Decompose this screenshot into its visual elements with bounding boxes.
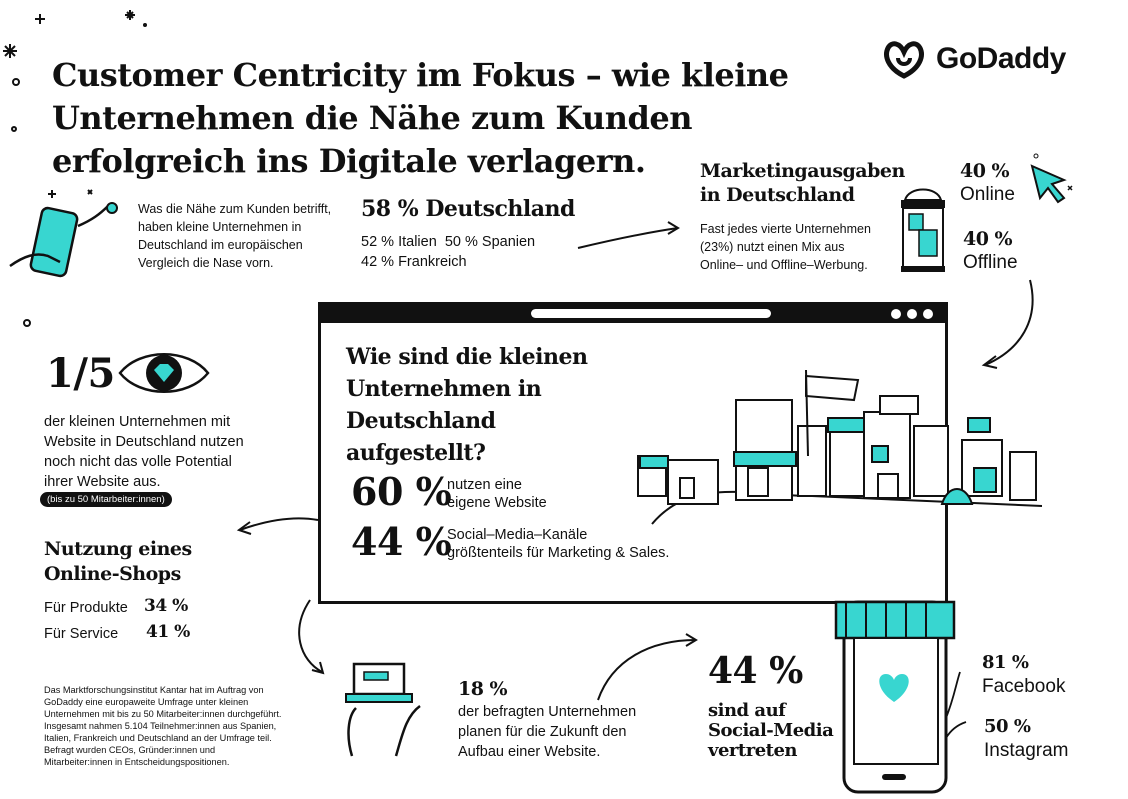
social-media-text1: sind auf: [708, 700, 786, 721]
shops-row-label: Für Produkte: [44, 600, 128, 616]
godaddy-wordmark: GoDaddy: [936, 42, 1066, 75]
browser-stat2-value: 44 %: [351, 519, 452, 564]
survey-footnote: Das Marktforschungsinstitut Kantar hat i…: [44, 685, 282, 767]
website-potential-badge: (bis zu 50 Mitarbeiter:innen): [40, 492, 172, 507]
shops-row-value: 34 %: [144, 596, 188, 616]
facebook-label: Facebook: [982, 676, 1066, 697]
shops-title-line1: Nutzung eines: [44, 538, 192, 560]
browser-dot: [891, 309, 901, 319]
tablet-hand-icon: [9, 189, 118, 278]
marketing-offline-label: Offline: [963, 252, 1018, 273]
social-media-text2: Social-Media: [708, 720, 834, 741]
page-title: Customer Centricity im Fokus – wie klein…: [52, 56, 789, 180]
shops-row-value: 41 %: [146, 622, 190, 642]
browser-question: Wie sind die kleinen Unternehmen in Deut…: [346, 344, 588, 466]
browser-dot: [907, 309, 917, 319]
marketing-online-value: 40 %: [960, 160, 1010, 182]
marketing-offline-value: 40 %: [963, 228, 1013, 250]
intro-line2: 42 % Frankreich: [361, 254, 467, 270]
browser-stat2-text2: größtenteils für Marketing & Sales.: [447, 545, 670, 561]
browser-stat1-value: 60 %: [351, 469, 452, 514]
browser-title-bar: [321, 305, 945, 323]
cursor-arrow-icon: [1030, 153, 1073, 204]
hands-laptop-icon: [345, 662, 421, 757]
browser-dot: [923, 309, 933, 319]
marketing-text: Fast jedes vierte Unternehmen (23%) nutz…: [700, 222, 871, 272]
instagram-label: Instagram: [984, 740, 1069, 761]
future-website-text: der befragten Unternehmen planen für die…: [458, 704, 637, 760]
intro-text: Was die Nähe zum Kunden betrifft, haben …: [138, 202, 332, 270]
marketing-title-line2: in Deutschland: [700, 184, 855, 206]
godaddy-logo: GoDaddy: [880, 38, 1090, 82]
town-illustration: [637, 369, 1042, 525]
advertising-column-icon: [901, 188, 945, 272]
decorative-sparkles: [3, 10, 147, 327]
website-potential-text: der kleinen Unternehmen mit Website in D…: [44, 414, 244, 490]
intro-line1: 52 % Italien 50 % Spanien: [361, 234, 536, 250]
browser-address-bar: [531, 309, 771, 318]
shops-title-line2: Online-Shops: [44, 563, 181, 585]
social-media-text3: vertreten: [708, 740, 798, 761]
marketing-title-line1: Marketingausgaben: [700, 160, 905, 182]
eye-diamond-icon: [118, 353, 210, 393]
facebook-value: 81 %: [982, 652, 1029, 673]
smartphone-heart-icon: [834, 600, 967, 794]
browser-stat2-text1: Social–Media–Kanäle: [447, 527, 588, 543]
shops-row-label: Für Service: [44, 626, 119, 642]
instagram-value: 50 %: [984, 716, 1031, 737]
website-potential-value: 1/5: [46, 350, 115, 397]
browser-stat1-text1: nutzen eine: [447, 477, 522, 493]
intro-headline: 58 % Deutschland: [361, 196, 575, 222]
browser-stat1-text2: eigene Website: [447, 495, 547, 511]
marketing-online-label: Online: [960, 184, 1015, 205]
godaddy-logo-icon: [884, 41, 924, 79]
future-website-value: 18 %: [458, 678, 508, 700]
social-media-value: 44 %: [708, 650, 803, 692]
